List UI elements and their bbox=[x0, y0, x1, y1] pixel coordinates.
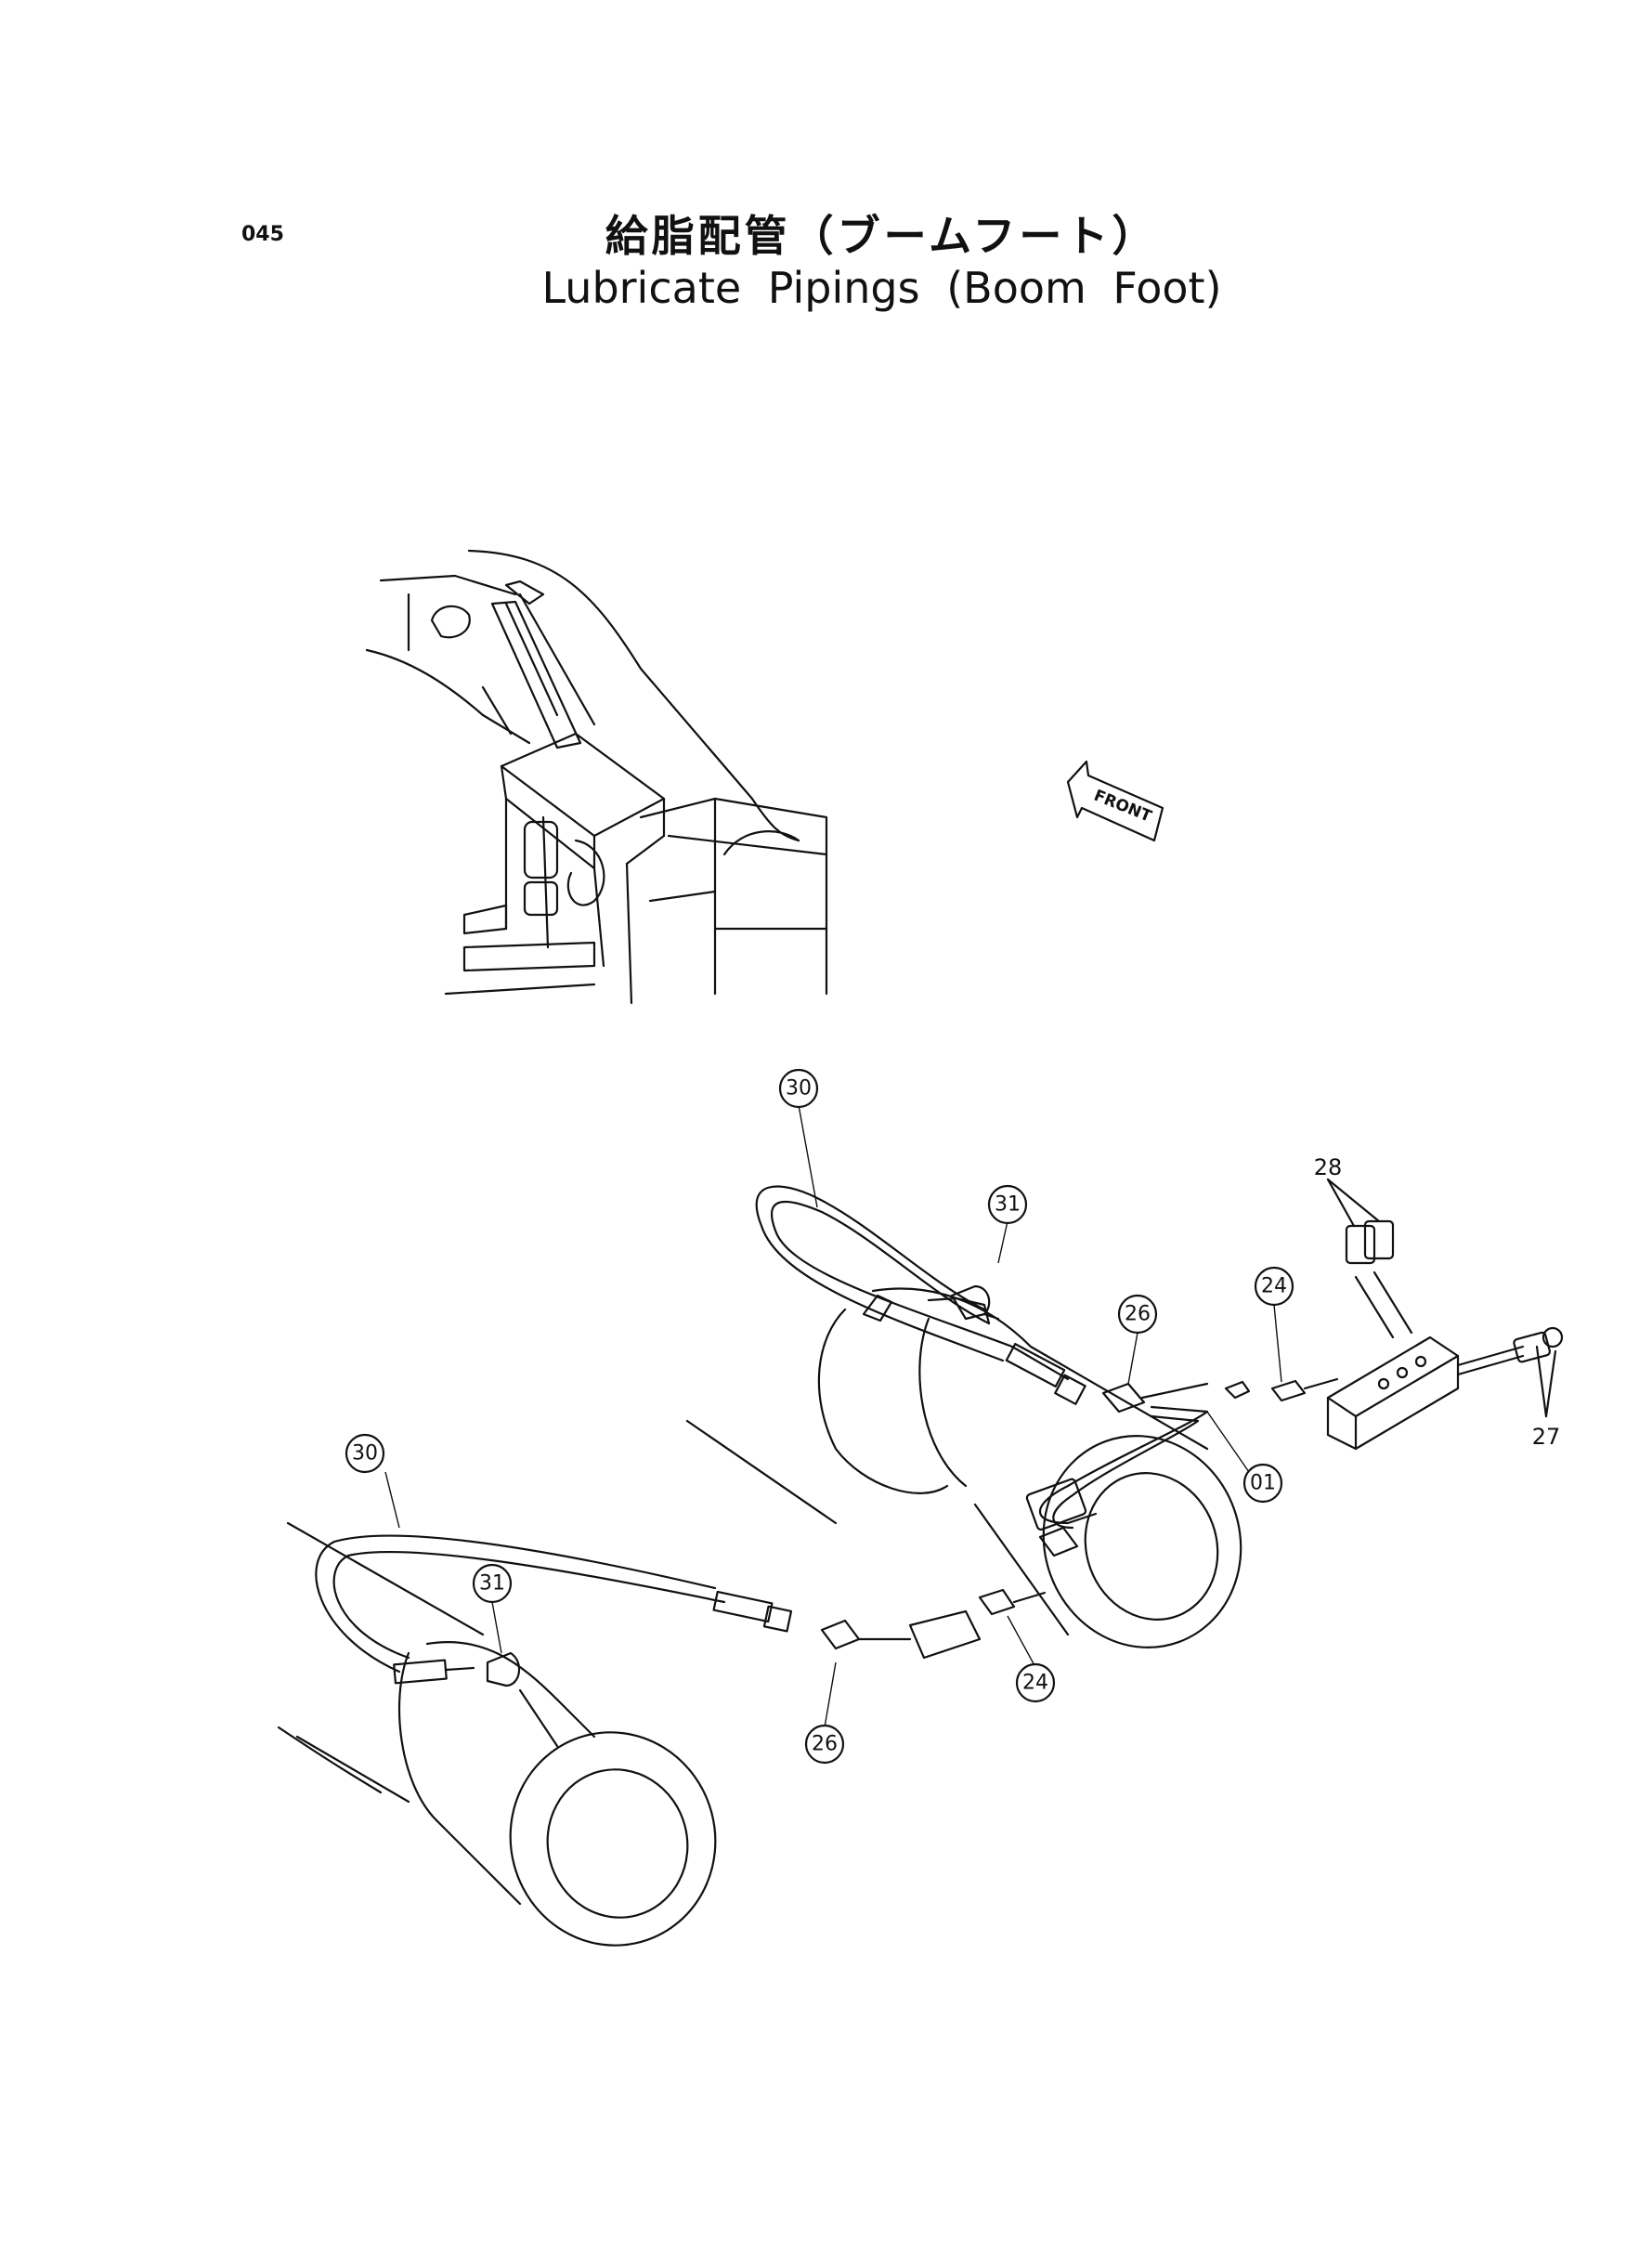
callout-24-lower[interactable]: 24 bbox=[1015, 1662, 1056, 1703]
callout-30-lower[interactable]: 30 bbox=[345, 1433, 385, 1474]
callout-30-lower-label: 30 bbox=[352, 1442, 378, 1466]
front-direction-arrow: FRONT bbox=[1066, 760, 1164, 842]
callout-27-label: 27 bbox=[1532, 1424, 1561, 1450]
callout-24-upper[interactable]: 24 bbox=[1254, 1266, 1294, 1307]
callout-31-lower[interactable]: 31 bbox=[472, 1563, 513, 1604]
callout-26-lower[interactable]: 26 bbox=[804, 1724, 845, 1765]
lower-cylinder-body bbox=[277, 1521, 717, 1947]
leader-lines bbox=[384, 1104, 1282, 1728]
callout-28-label: 28 bbox=[1314, 1154, 1343, 1180]
callout-01-label: 01 bbox=[1250, 1472, 1276, 1495]
title-japanese: 給脂配管（ブームフート） bbox=[605, 211, 1159, 261]
callout-01[interactable]: 01 bbox=[1242, 1463, 1283, 1504]
callout-30-upper-label: 30 bbox=[786, 1077, 812, 1101]
callout-31-upper-label: 31 bbox=[995, 1193, 1021, 1217]
overview-machine-sketch bbox=[365, 549, 828, 1005]
callout-31-lower-label: 31 bbox=[479, 1572, 505, 1596]
callout-26-upper[interactable]: 26 bbox=[1117, 1294, 1158, 1335]
callout-28[interactable]: 28 bbox=[1314, 1154, 1343, 1180]
upper-cylinder-body bbox=[685, 1287, 1242, 1648]
page-number: 045 bbox=[241, 223, 284, 246]
upper-hose bbox=[755, 1185, 1086, 1405]
upper-fittings bbox=[950, 1284, 1339, 1557]
lower-fittings bbox=[486, 1588, 1047, 1748]
callout-30-upper[interactable]: 30 bbox=[778, 1068, 819, 1109]
front-label: FRONT bbox=[1091, 787, 1154, 827]
title-english: Lubricate Pipings (Boom Foot) bbox=[541, 263, 1222, 313]
callout-26-lower-label: 26 bbox=[812, 1733, 838, 1756]
callout-31-upper[interactable]: 31 bbox=[987, 1184, 1028, 1225]
callout-27[interactable]: 27 bbox=[1532, 1424, 1561, 1450]
distributor-block bbox=[1326, 1178, 1564, 1451]
callout-26-upper-label: 26 bbox=[1125, 1303, 1151, 1326]
lower-hose bbox=[315, 1534, 793, 1685]
callout-24-lower-label: 24 bbox=[1022, 1672, 1048, 1695]
callout-24-upper-label: 24 bbox=[1261, 1275, 1287, 1298]
